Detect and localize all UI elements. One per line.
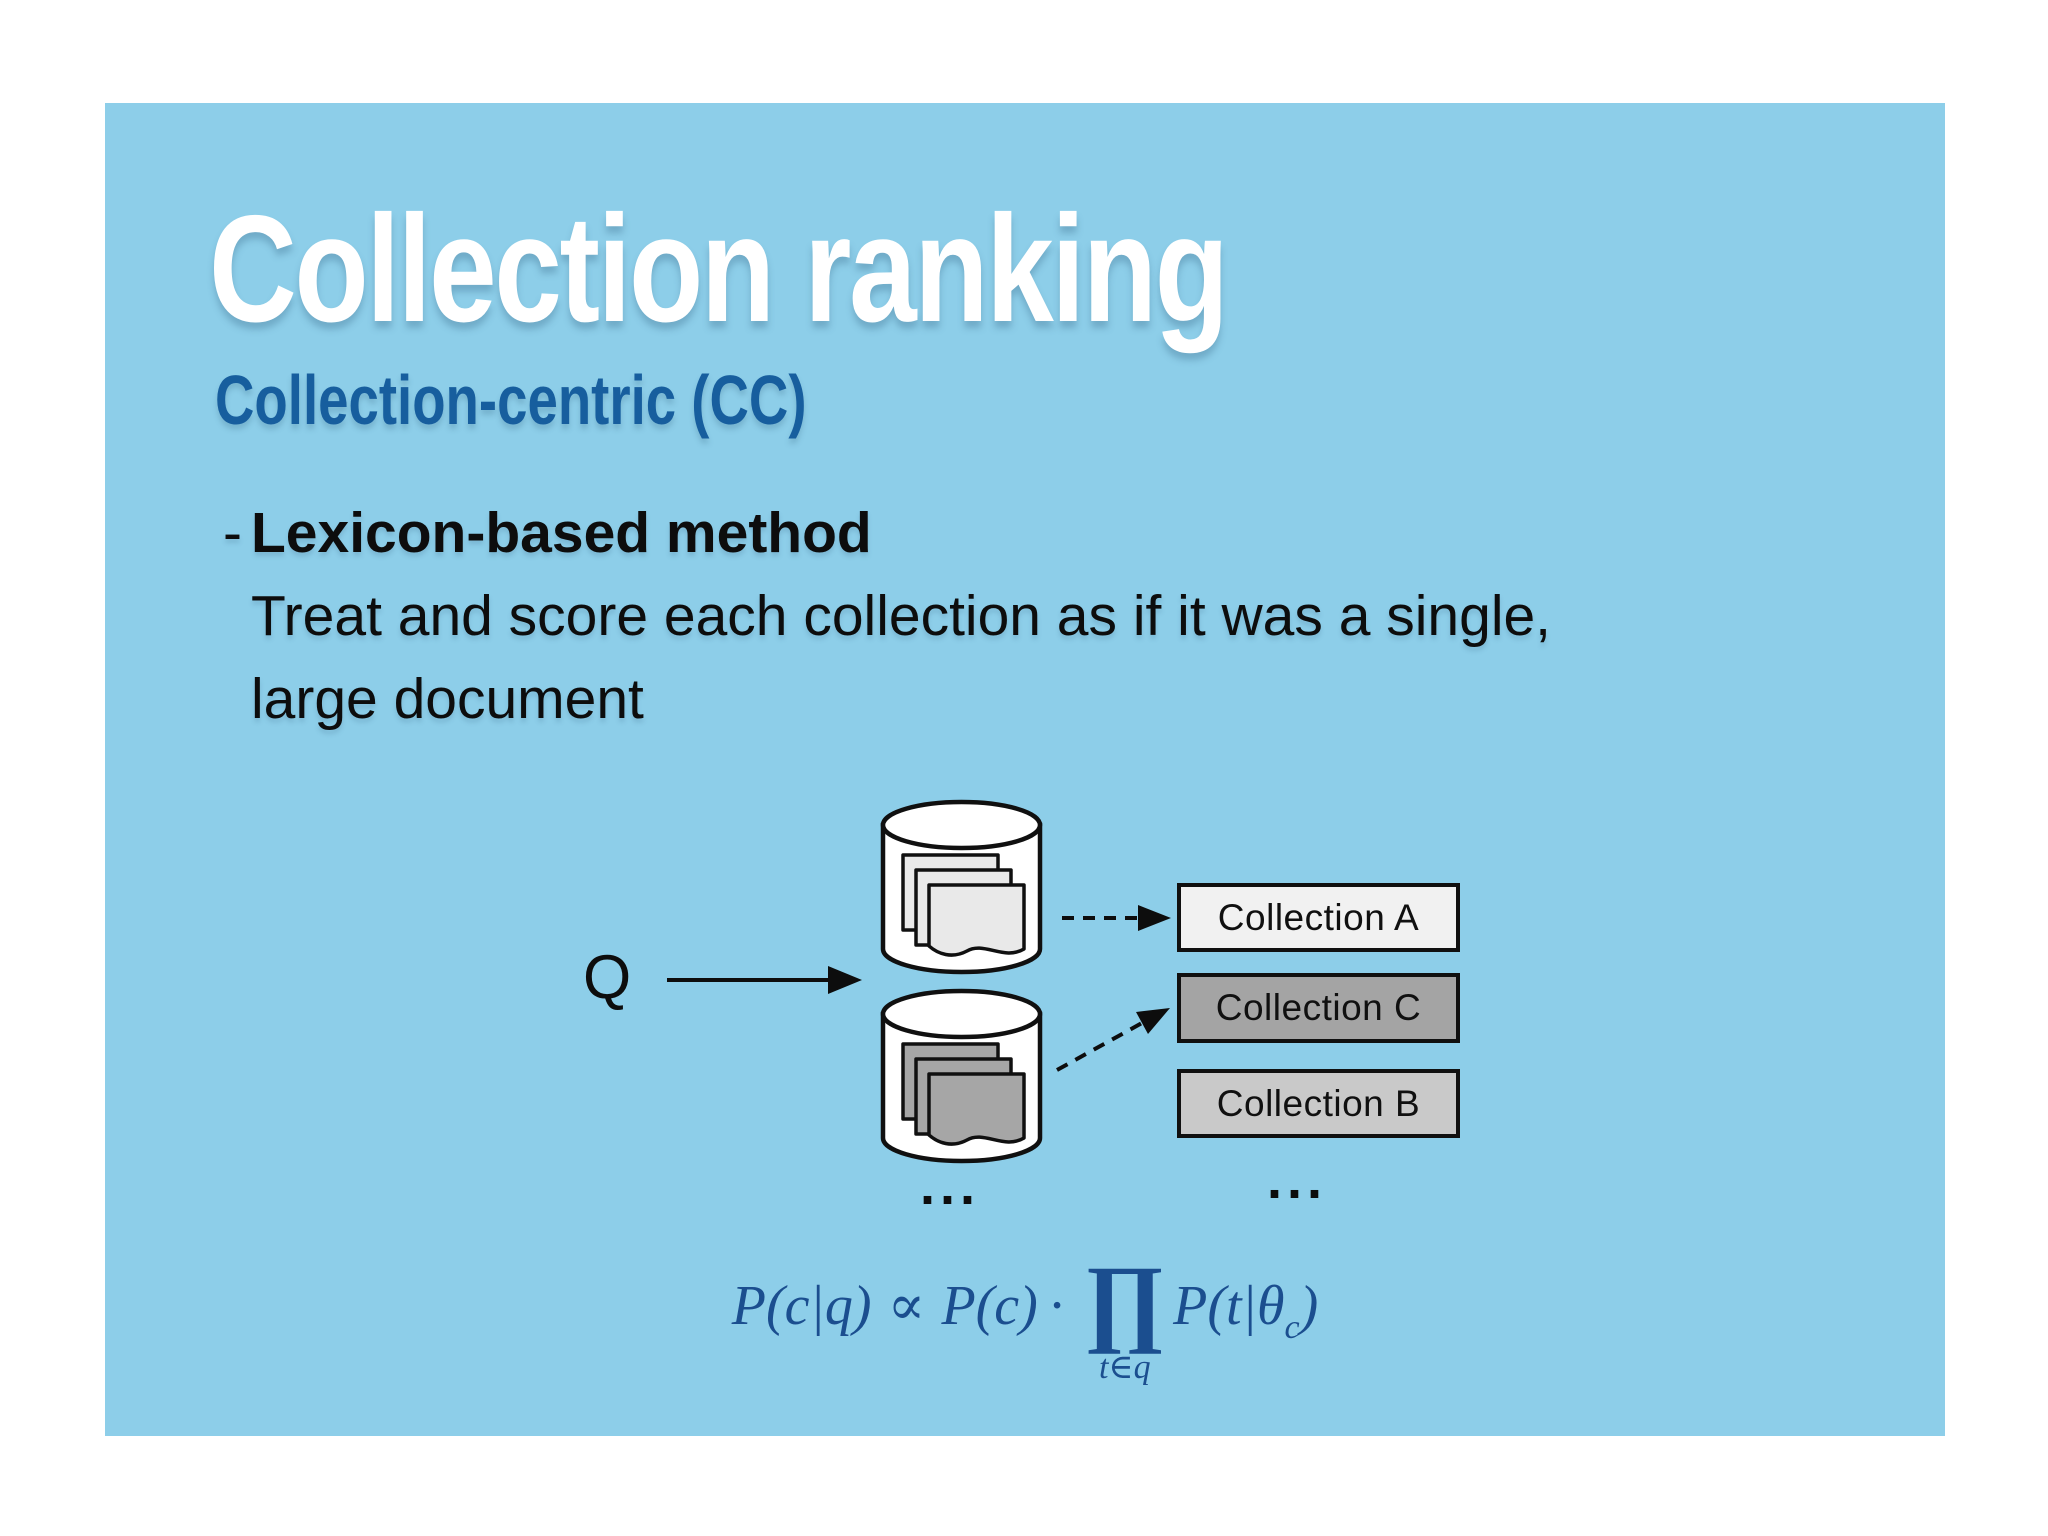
product-subscript: t∈q xyxy=(1098,1349,1151,1387)
collection-a-box: Collection A xyxy=(1177,883,1460,952)
formula-lhs: P(c|q) xyxy=(731,1275,872,1338)
slide-title: Collection ranking xyxy=(209,184,1229,354)
query-arrow xyxy=(667,966,862,994)
ellipsis-under-cylinders: ... xyxy=(919,1156,980,1216)
formula-term: P(t|θc) xyxy=(1173,1275,1319,1347)
document-stack-dark-icon xyxy=(901,1042,1026,1146)
query-label: Q xyxy=(583,943,632,1012)
slide-background: Collection ranking Collection-centric (C… xyxy=(105,103,1945,1436)
proportional-symbol: ∝ xyxy=(887,1275,926,1338)
ellipsis-under-boxes: ... xyxy=(1266,1150,1327,1210)
slide-subtitle: Collection-centric (CC) xyxy=(215,361,807,439)
bullet-heading: Lexicon-based method xyxy=(250,501,872,565)
database-cylinder-bottom-icon xyxy=(880,988,1043,1164)
dot-operator: · xyxy=(1047,1275,1067,1338)
bullet-marker: - xyxy=(223,501,242,565)
diagram-graphics xyxy=(667,799,1171,1164)
collection-b-box: Collection B xyxy=(1177,1069,1460,1138)
formula-prior: P(c) xyxy=(941,1275,1038,1338)
ranking-formula: P(c|q) ∝ P(c) · ∏ t∈q P(t|θc) xyxy=(105,1245,1945,1387)
theta-subscript: c xyxy=(1284,1309,1300,1347)
document-stack-light-icon xyxy=(901,853,1026,957)
dashed-arrow-to-collection-a xyxy=(1062,905,1171,931)
product-symbol: ∏ xyxy=(1084,1247,1166,1355)
bullet-line: large document xyxy=(250,667,644,731)
product-operator: ∏ t∈q xyxy=(1084,1247,1166,1387)
bullet-line: Treat and score each collection as if it… xyxy=(250,584,1552,648)
dashed-arrow-to-collection-c xyxy=(1056,1008,1170,1072)
collection-c-box: Collection C xyxy=(1177,973,1460,1043)
bullet-item: - Lexicon-based method Treat and score e… xyxy=(223,492,1551,741)
database-cylinder-top-icon xyxy=(880,799,1043,975)
bullet-text: Lexicon-based method Treat and score eac… xyxy=(251,492,1551,741)
